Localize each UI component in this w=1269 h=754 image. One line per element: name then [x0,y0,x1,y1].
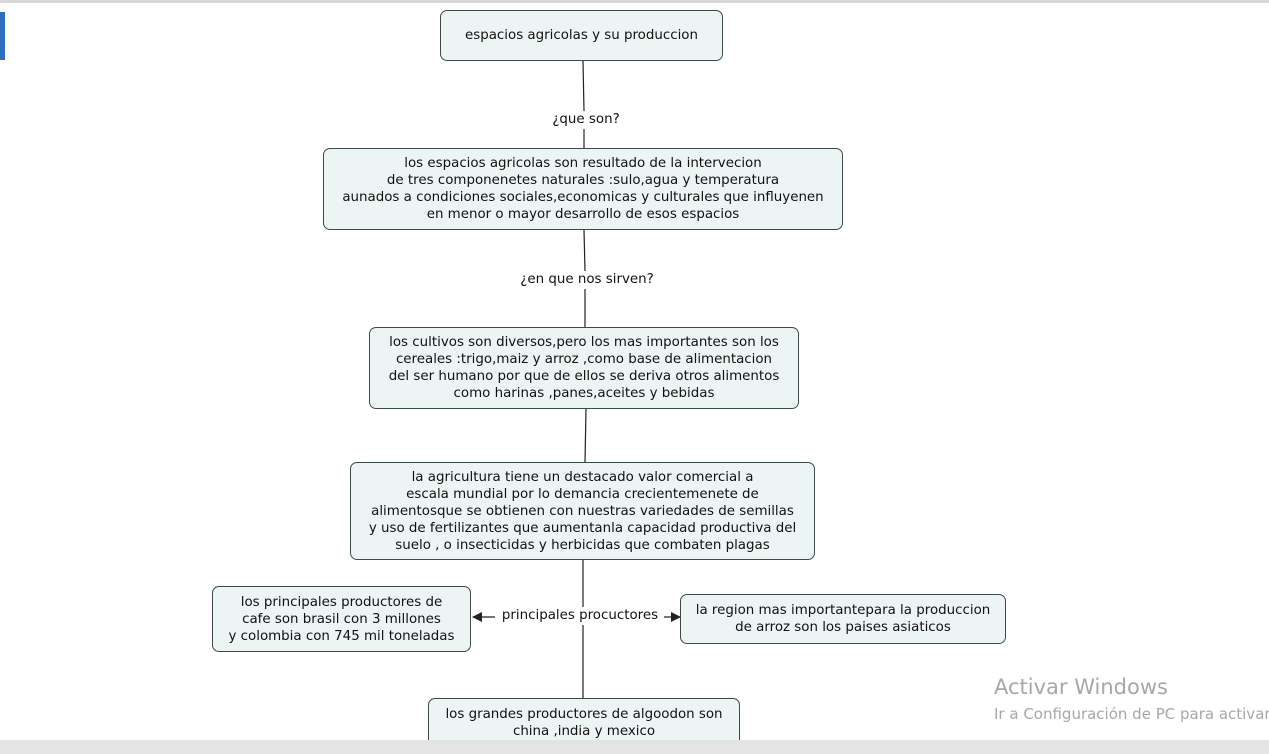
node-espacios-agricolas[interactable]: espacios agricolas y su produccion [440,10,723,61]
horizontal-scrollbar[interactable] [0,740,1269,754]
edge-cultivos-comercial [584,408,587,463]
node-valor-comercial[interactable]: la agricultura tiene un destacado valor … [350,462,815,560]
side-panel-tab[interactable] [0,12,5,60]
edge-definicion-cultivos-top [583,229,586,272]
top-border [0,0,1269,3]
node-produccion-arroz[interactable]: la region mas importantepara la producci… [680,594,1006,644]
link-label-que-son[interactable]: ¿que son? [549,111,623,128]
activation-watermark-subtitle: Ir a Configuración de PC para activar [994,705,1269,723]
link-label-en-que-nos-sirven[interactable]: ¿en que nos sirven? [517,271,657,288]
node-definicion[interactable]: los espacios agricolas son resultado de … [323,148,843,230]
link-label-principales-productores[interactable]: principales procuctores [498,607,662,624]
node-productores-cafe[interactable]: los principales productores de cafe son … [212,586,471,652]
edge-root-definicion-top [582,60,585,112]
node-cultivos[interactable]: los cultivos son diversos,pero los mas i… [369,327,799,409]
activation-watermark-title: Activar Windows [994,675,1168,699]
